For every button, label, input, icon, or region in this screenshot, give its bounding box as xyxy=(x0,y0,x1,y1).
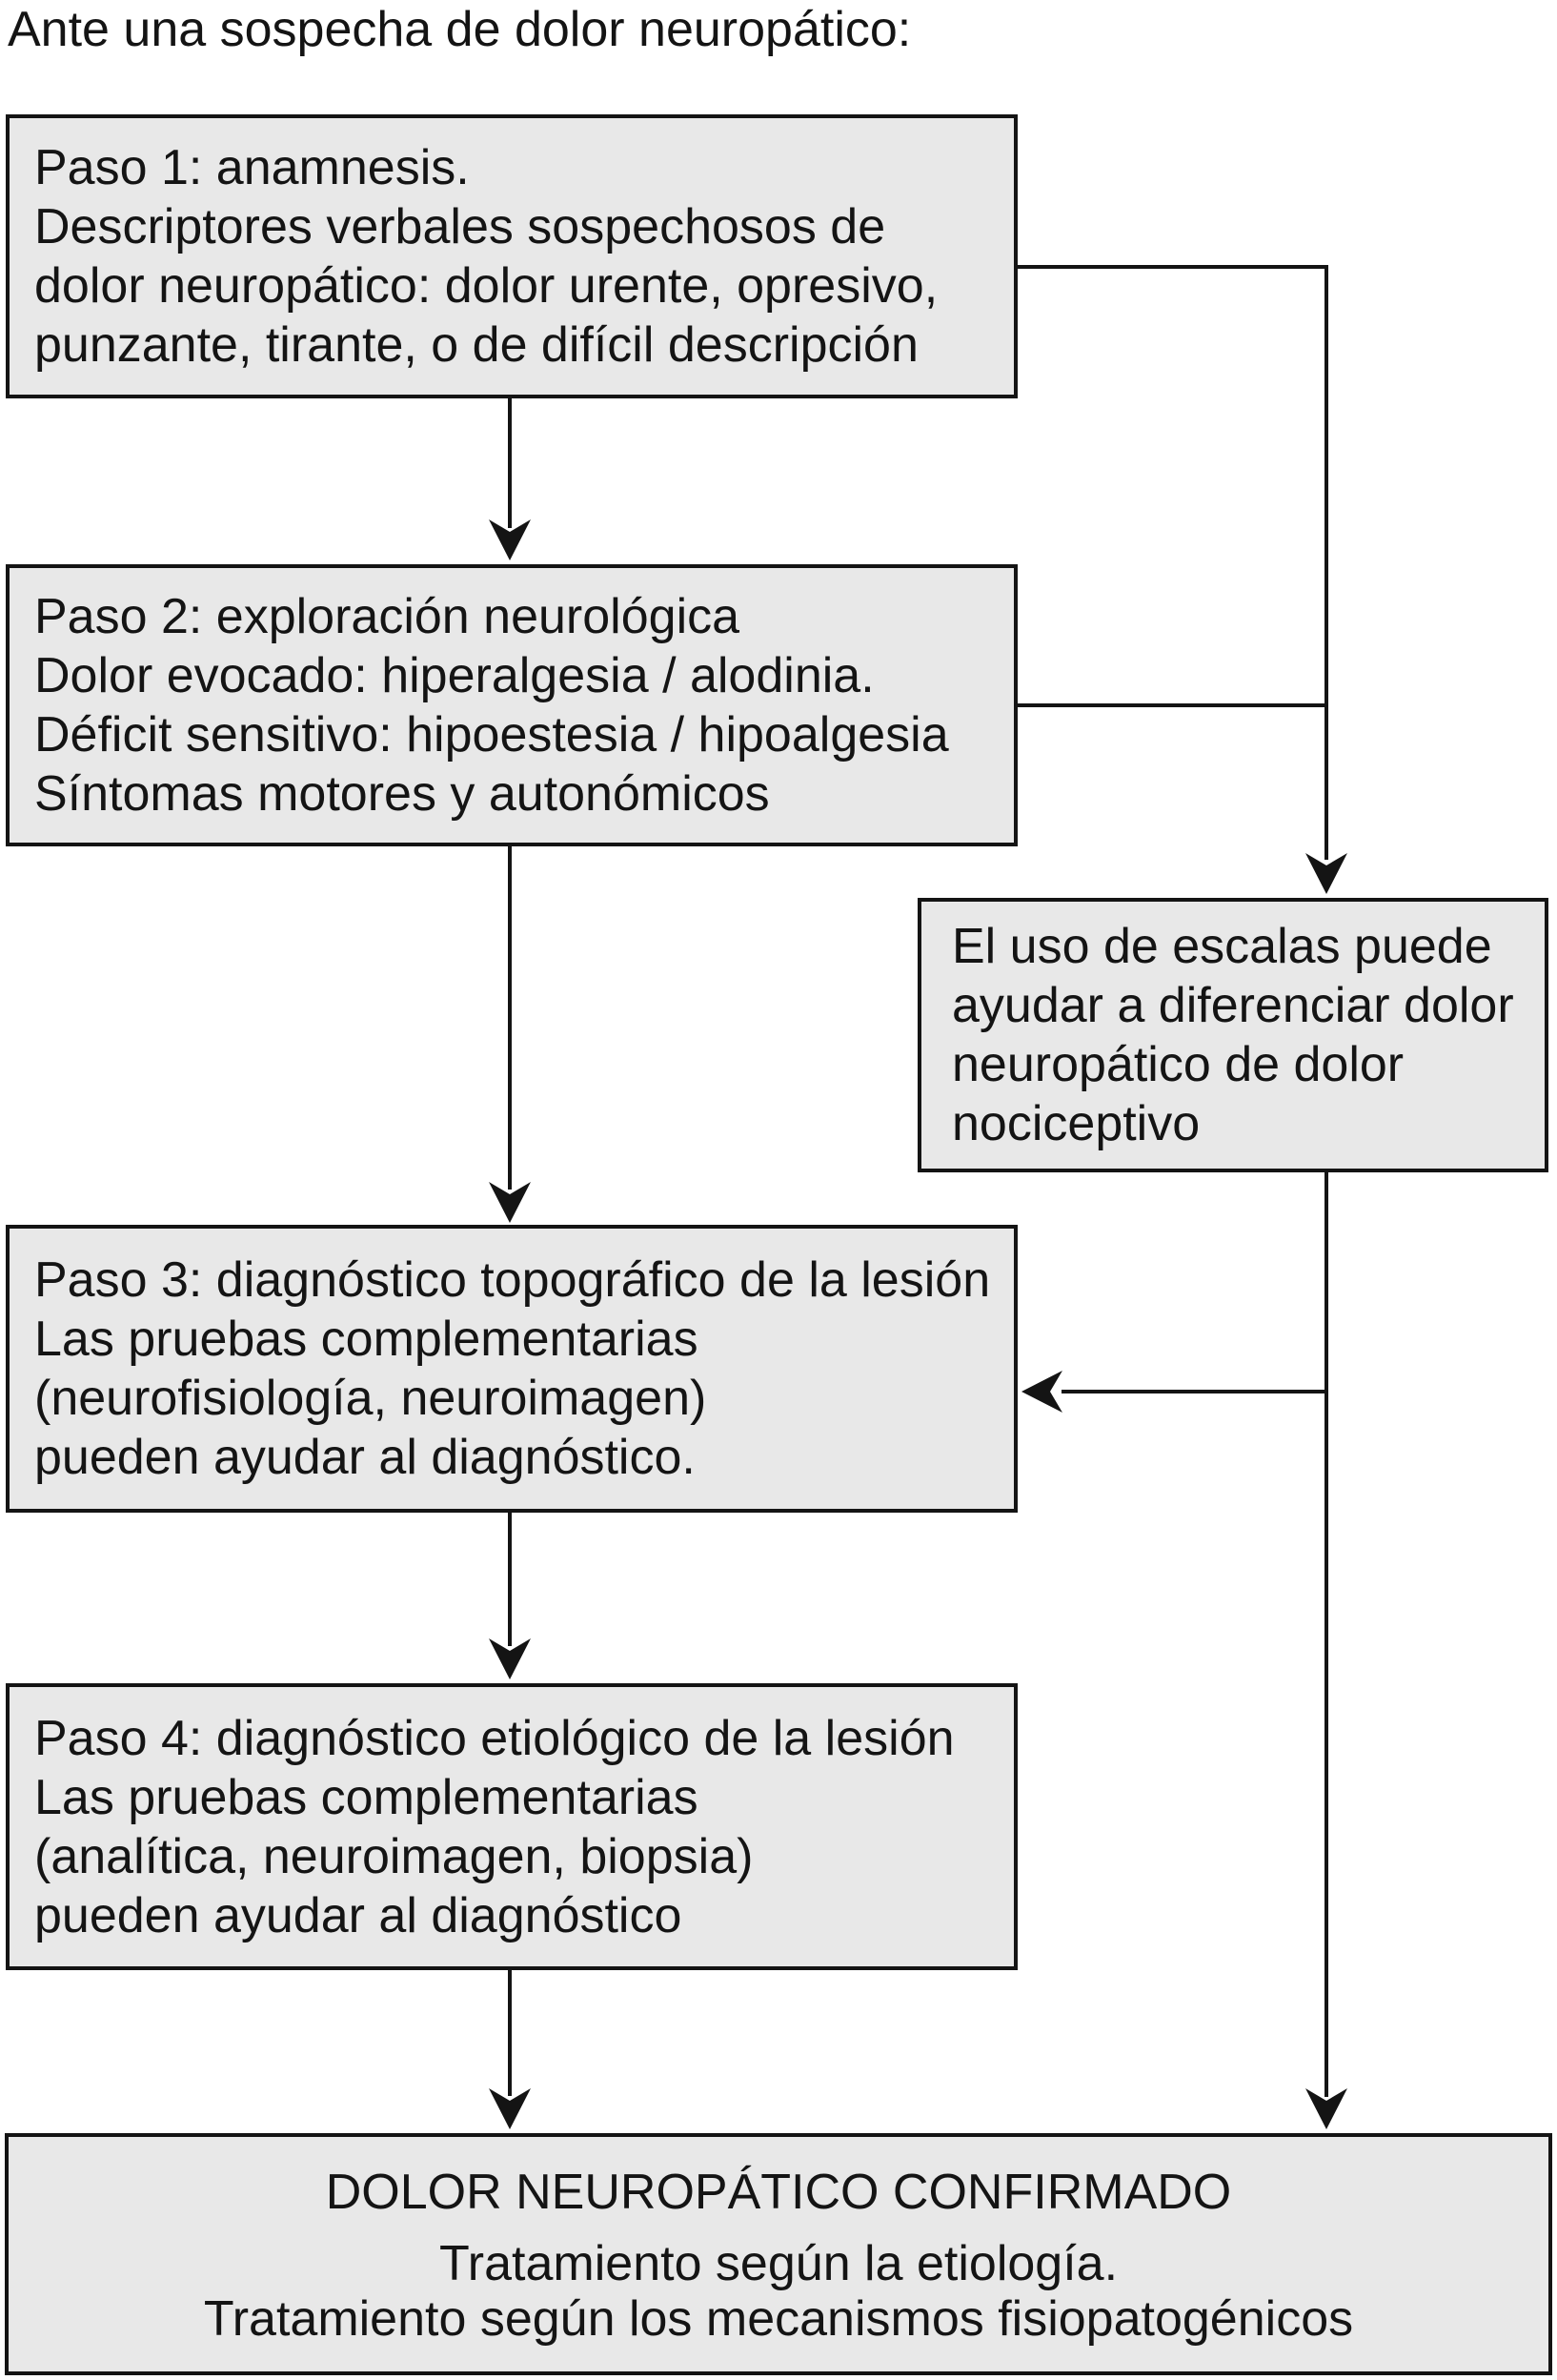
box-text-line: Déficit sensitivo: hipoestesia / hipoalg… xyxy=(34,707,949,763)
box-text-line: Tratamiento según la etiología. xyxy=(438,2236,1119,2291)
arrow-step2-step3-line xyxy=(508,846,512,1190)
box-text-line: Síntomas motores y autonómicos xyxy=(34,766,770,822)
arrowhead-into-scales xyxy=(1305,850,1347,894)
step4-box: Paso 4: diagnóstico etiológico de la les… xyxy=(6,1683,1018,1970)
box-text-line: Dolor evocado: hiperalgesia / alodinia. xyxy=(34,648,875,703)
arrowhead-down-step2 xyxy=(489,517,531,560)
box-text-line: Tratamiento según los mecanismos fisiopa… xyxy=(203,2291,1354,2347)
connector-step1-right xyxy=(1014,265,1328,269)
arrow-step4-confirmed-line xyxy=(508,1970,512,2096)
box-text-line: Las pruebas complementarias xyxy=(34,1312,698,1367)
box-text-line: ayudar a diferenciar dolor xyxy=(952,978,1514,1033)
step1-box: Paso 1: anamnesis. Descriptores verbales… xyxy=(6,114,1018,398)
box-text-line: pueden ayudar al diagnóstico xyxy=(34,1887,682,1943)
step2-box: Paso 2: exploración neurológica Dolor ev… xyxy=(6,564,1018,846)
arrow-step1-step2-line xyxy=(508,398,512,528)
box-text-line: Paso 3: diagnóstico topográfico de la le… xyxy=(34,1252,991,1308)
arrow-step3-step4-line xyxy=(508,1513,512,1646)
confirmed-box: DOLOR NEUROPÁTICO CONFIRMADO Tratamiento… xyxy=(5,2133,1552,2375)
box-text-line: pueden ayudar al diagnóstico. xyxy=(34,1430,696,1485)
arrowhead-left-step3 xyxy=(1021,1371,1065,1413)
confirmed-heading: DOLOR NEUROPÁTICO CONFIRMADO xyxy=(325,2165,1232,2220)
page-title: Ante una sospecha de dolor neuropático: xyxy=(8,2,912,57)
arrowhead-down-step3 xyxy=(489,1179,531,1223)
box-text-line: nociceptivo xyxy=(952,1096,1201,1151)
connector-step2-right xyxy=(1014,703,1328,707)
box-text-line: Paso 1: anamnesis. xyxy=(34,140,470,195)
box-text-line: (neurofisiología, neuroimagen) xyxy=(34,1371,707,1426)
box-text-line: (analítica, neuroimagen, biopsia) xyxy=(34,1828,754,1884)
arrowhead-down-confirmed-left xyxy=(489,2085,531,2129)
box-text-line: Descriptores verbales sospechosos de xyxy=(34,199,886,254)
arrowhead-down-step4 xyxy=(489,1636,531,1679)
connector-right-rail-bottom xyxy=(1324,1169,1328,2097)
arrow-into-step3-line xyxy=(1062,1390,1328,1393)
box-text-line: neuropático de dolor xyxy=(952,1037,1405,1092)
box-text-line: punzante, tirante, o de difícil descripc… xyxy=(34,317,919,373)
box-text-line: dolor neuropático: dolor urente, opresiv… xyxy=(34,258,939,314)
box-text-line: Paso 4: diagnóstico etiológico de la les… xyxy=(34,1710,955,1766)
step3-box: Paso 3: diagnóstico topográfico de la le… xyxy=(6,1225,1018,1513)
scales-note-box: El uso de escalas puede ayudar a diferen… xyxy=(918,898,1548,1172)
box-text-line: Paso 2: exploración neurológica xyxy=(34,589,740,644)
box-text-line: El uso de escalas puede xyxy=(952,919,1492,974)
box-text-line: Las pruebas complementarias xyxy=(34,1769,698,1825)
connector-right-rail-top xyxy=(1324,265,1328,860)
arrowhead-down-confirmed-right xyxy=(1305,2085,1347,2129)
